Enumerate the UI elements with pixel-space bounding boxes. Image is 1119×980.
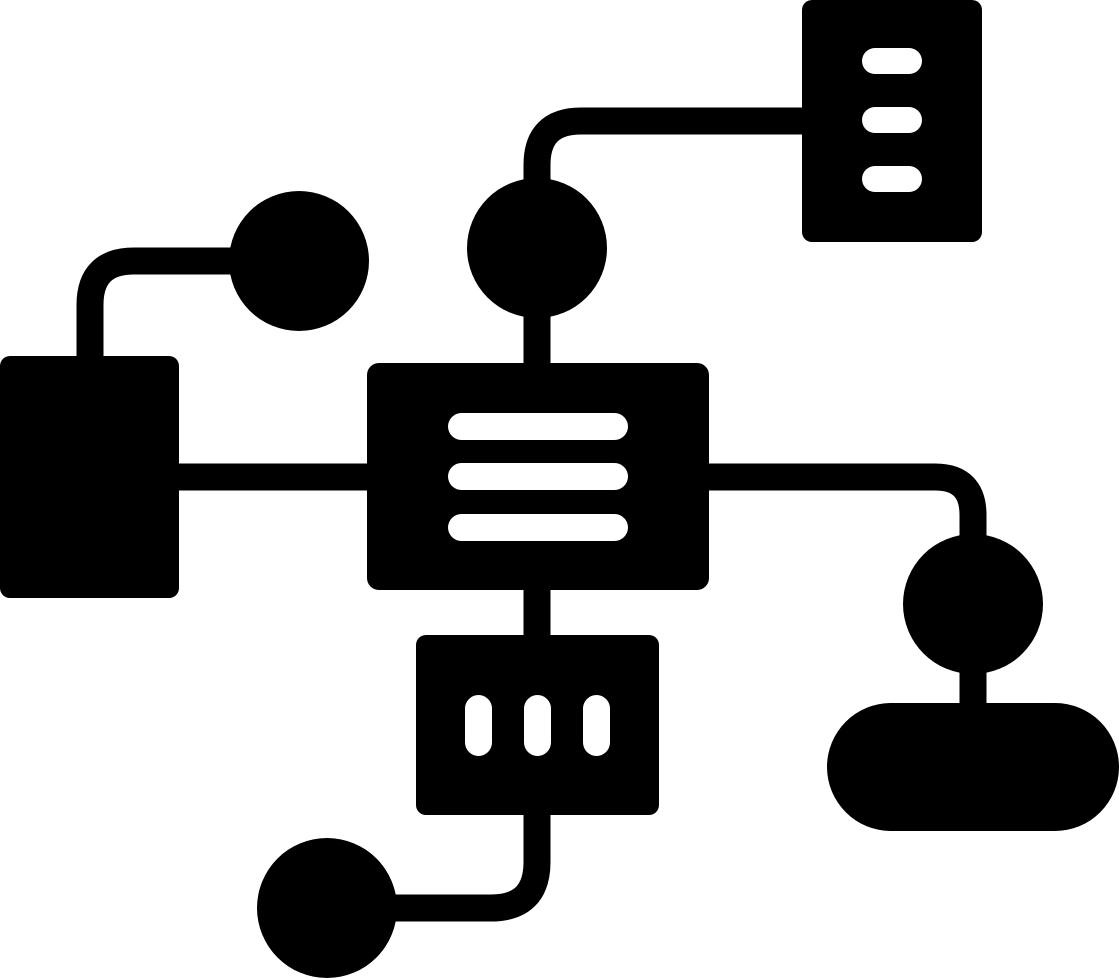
connector-bottom-box-to-circle bbox=[380, 810, 551, 922]
connector-left-box-to-circle bbox=[76, 247, 240, 360]
node-circle-icon bbox=[229, 191, 369, 331]
node-circle-icon bbox=[467, 178, 607, 318]
text-line bbox=[448, 463, 628, 490]
node-circles bbox=[229, 178, 1043, 978]
vertical-bar bbox=[583, 695, 610, 756]
right-pill-icon bbox=[827, 703, 1119, 831]
bottom-box-icon bbox=[416, 635, 659, 815]
server-slot bbox=[862, 48, 922, 74]
text-line bbox=[448, 413, 628, 440]
vertical-bar bbox=[465, 695, 492, 756]
central-box-icon bbox=[367, 363, 709, 590]
text-line bbox=[448, 514, 628, 541]
node-circle-icon bbox=[257, 838, 397, 978]
server-slot bbox=[862, 166, 922, 192]
connector-center-to-right-circle bbox=[705, 463, 987, 545]
connector-top-circle-to-server bbox=[523, 107, 806, 185]
node-circle-icon bbox=[903, 534, 1043, 674]
left-box-icon bbox=[0, 356, 179, 598]
vertical-bar bbox=[524, 695, 551, 756]
top-right-box-icon bbox=[802, 0, 982, 242]
server-slot bbox=[862, 107, 922, 133]
